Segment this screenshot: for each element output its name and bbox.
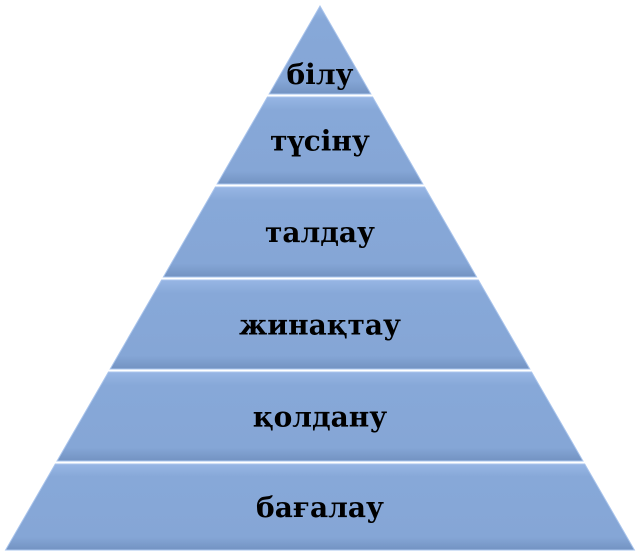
pyramid-level-3: талдау <box>162 186 478 278</box>
level-shape <box>216 96 424 185</box>
level-shape <box>109 279 531 370</box>
pyramid-level-6: бағалау <box>4 463 636 551</box>
pyramid-level-5: қолдану <box>56 371 584 462</box>
level-label: талдау <box>265 216 375 249</box>
level-shape <box>56 371 584 462</box>
level-label: түсіну <box>270 125 370 158</box>
pyramid-level-2: түсіну <box>216 96 424 185</box>
level-label: қолдану <box>253 401 388 434</box>
pyramid-level-4: жинақтау <box>109 279 531 370</box>
pyramid-level-1: білу <box>268 5 372 95</box>
level-shape <box>268 5 372 95</box>
level-shape <box>4 463 636 551</box>
level-label: білу <box>287 58 354 91</box>
level-label: жинақтау <box>239 309 401 342</box>
level-label: бағалау <box>256 491 384 524</box>
level-shape <box>162 186 478 278</box>
